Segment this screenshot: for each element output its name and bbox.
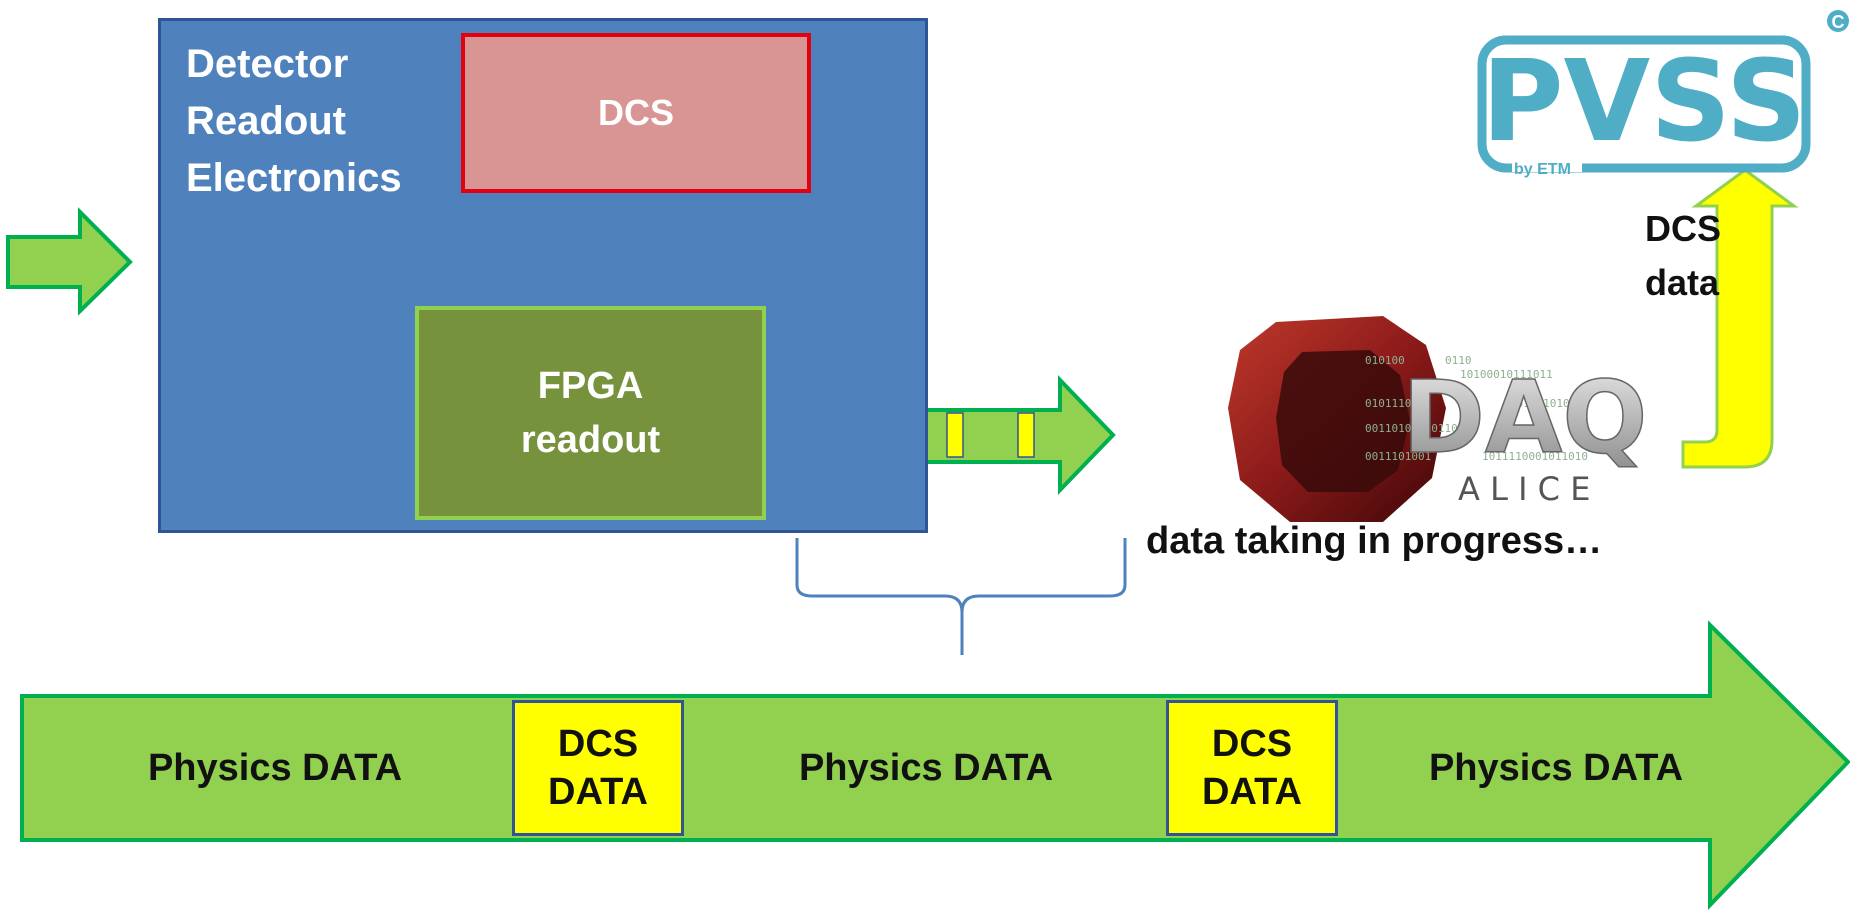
dcs-data-label: DCS data [1645, 202, 1721, 310]
svg-text:01011101: 01011101 [1365, 397, 1418, 410]
stream-segment-dcs: DCS DATA [1166, 700, 1338, 836]
copyright-mark-icon [1827, 10, 1849, 32]
segment-label-line1: DCS [557, 723, 639, 765]
segment-label: Physics DATA [1428, 746, 1684, 789]
data-packet [946, 412, 964, 458]
segment-label: Physics DATA [798, 746, 1054, 789]
svg-text:PVSS: PVSS [1481, 37, 1806, 167]
dcs-module: DCS [461, 33, 811, 193]
svg-text:010100: 010100 [1365, 354, 1405, 367]
pvss-frame-icon [1477, 35, 1811, 173]
dcs-data-label-line2: data [1645, 262, 1720, 303]
segment-label-line1: DCS [1211, 723, 1293, 765]
pvss-logo: PVSS by ETM C [1477, 10, 1849, 178]
segment-label: Physics DATA [147, 746, 403, 789]
segment-label-line2: DATA [1202, 771, 1302, 813]
svg-text:0110: 0110 [1445, 354, 1472, 367]
data-stream-arrow [20, 620, 1850, 910]
stream-segment-physics: Physics DATA [1340, 700, 1772, 836]
svg-text:0011101001: 0011101001 [1365, 450, 1431, 463]
zoom-brace [795, 538, 1127, 655]
svg-text:1011110001011010: 1011110001011010 [1482, 450, 1588, 463]
svg-text:00110100010110111: 00110100010110111 [1365, 422, 1478, 435]
svg-text:10100010111011: 10100010111011 [1460, 368, 1553, 381]
data-packet [1017, 412, 1035, 458]
dcs-module-label: DCS [597, 92, 674, 133]
detector-title: Detector Readout Electronics [186, 42, 402, 200]
stream-segment-physics: Physics DATA [686, 700, 1166, 836]
dcs-data-label-line1: DCS [1645, 208, 1722, 249]
svg-text:1010110100: 1010110100 [1510, 397, 1576, 410]
svg-text:by ETM: by ETM [1514, 161, 1571, 178]
fpga-label-line1: FPGA [537, 365, 644, 407]
svg-text:C: C [1832, 12, 1845, 32]
fpga-label-line2: readout [520, 419, 661, 461]
daq-to-pvss-arrow [1681, 168, 1799, 469]
segment-label-line2: DATA [548, 771, 648, 813]
stream-segment-physics: Physics DATA [40, 700, 510, 836]
svg-text:DAQ: DAQ [1402, 359, 1647, 476]
daq-alice-logo: 010100 0110 10100010111011 01011101 1010… [1228, 316, 1648, 522]
data-taking-status: data taking in progress… [1146, 520, 1603, 562]
fpga-readout-module: FPGA readout [415, 306, 766, 520]
stream-segment-dcs: DCS DATA [512, 700, 684, 836]
svg-text:A L I C E: A L I C E [1458, 470, 1590, 508]
input-arrow [6, 207, 133, 316]
